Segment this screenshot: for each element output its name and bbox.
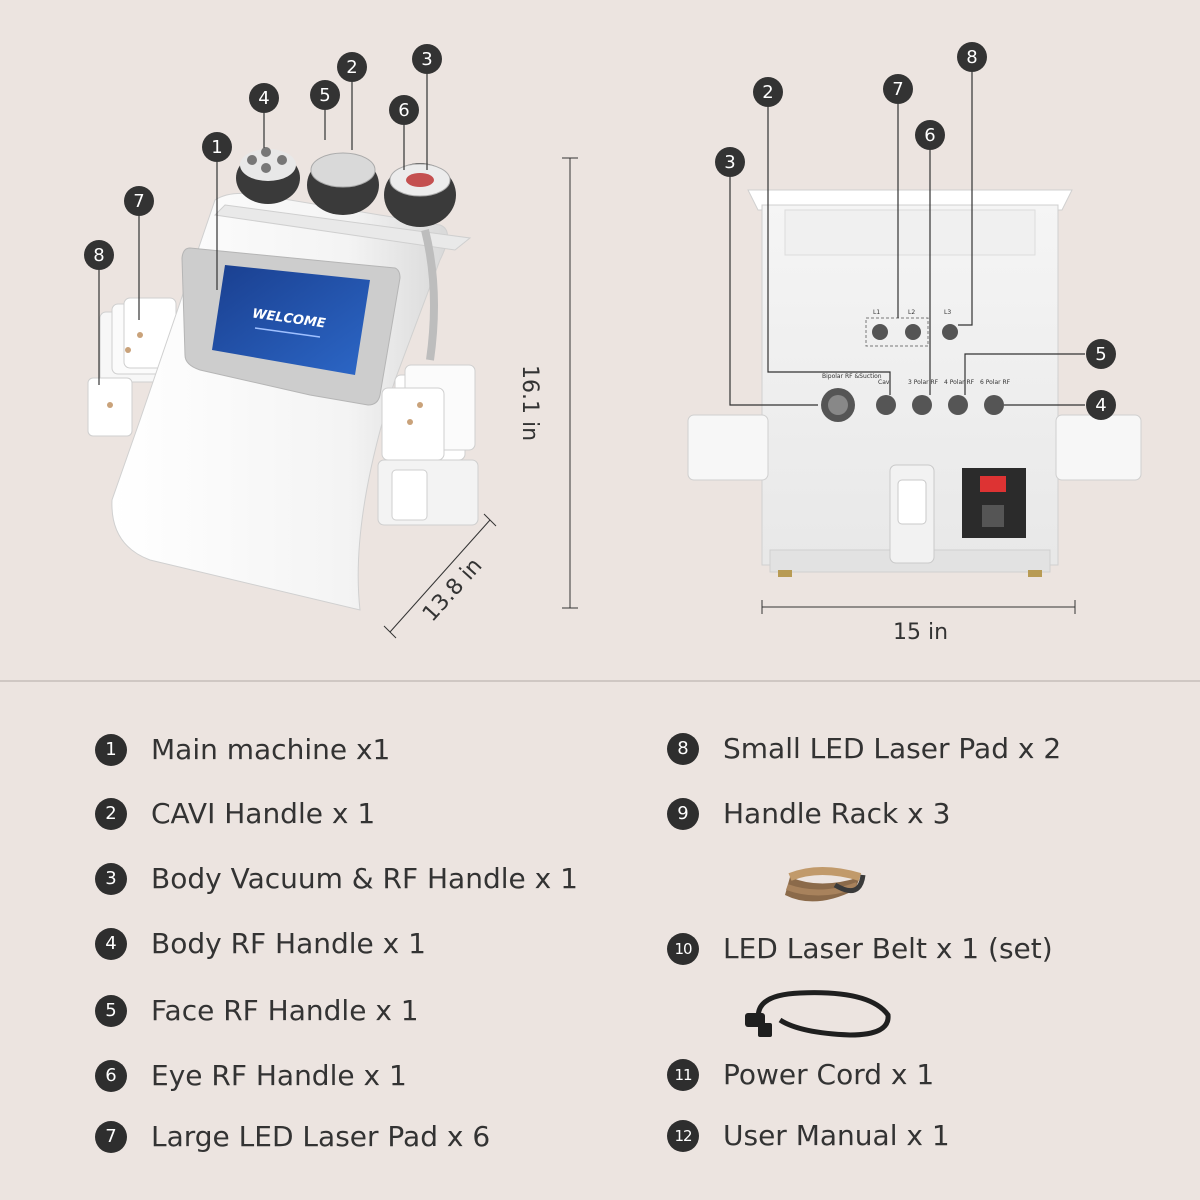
back-callout-5: 5 (1086, 339, 1116, 369)
list-item: 11 Power Cord x 1 (667, 1058, 934, 1091)
item-number-badge: 7 (95, 1120, 127, 1153)
port-label-6polar: 6 Polar RF (980, 379, 1011, 386)
top-handles (236, 147, 456, 227)
list-item: 9 Handle Rack x 3 (667, 797, 950, 830)
front-callout-3: 3 (412, 44, 442, 74)
list-item: 6 Eye RF Handle x 1 (95, 1059, 407, 1092)
height-dimension-label: 16.1 in (517, 365, 542, 442)
list-item: 7 Large LED Laser Pad x 6 (95, 1120, 490, 1153)
front-callout-8: 8 (84, 240, 114, 270)
item-number-badge: 4 (95, 927, 127, 960)
list-item: 5 Face RF Handle x 1 (95, 994, 419, 1027)
item-number-badge: 8 (667, 732, 699, 765)
item-label: Handle Rack x 3 (723, 797, 951, 830)
width-dimension-line (761, 600, 1076, 614)
laser-belt-image (785, 867, 866, 902)
list-item: 8 Small LED Laser Pad x 2 (667, 732, 1061, 765)
item-label: Body RF Handle x 1 (151, 927, 426, 960)
item-number-badge: 9 (667, 797, 699, 830)
back-leaders (729, 72, 1085, 406)
back-panel-labels: L1 L2 L3 Bipolar RF &Suction Cav 3 Polar… (822, 309, 1011, 386)
front-machine (87, 147, 479, 611)
front-callout-4: 4 (249, 83, 279, 113)
depth-dimension-line (383, 513, 497, 639)
port-label-l3: L3 (944, 309, 951, 316)
item-number-badge: 6 (95, 1059, 127, 1092)
right-laser-pads (377, 364, 479, 526)
screen (212, 265, 370, 375)
back-callout-6: 6 (915, 120, 945, 150)
item-number-badge: 11 (667, 1058, 699, 1091)
item-number-badge: 10 (667, 932, 699, 965)
item-label: Small LED Laser Pad x 2 (723, 732, 1062, 765)
item-number-badge: 5 (95, 994, 127, 1027)
front-callout-5: 5 (310, 80, 340, 110)
item-label: Face RF Handle x 1 (151, 994, 419, 1027)
item-label: Main machine x1 (151, 733, 391, 766)
back-callout-4: 4 (1086, 390, 1116, 420)
list-item: 1 Main machine x1 (95, 733, 390, 766)
item-label: LED Laser Belt x 1 (set) (723, 932, 1053, 965)
port-label-3polar: 3 Polar RF (908, 379, 939, 386)
diagram-svg: L1 L2 L3 Bipolar RF &Suction Cav 3 Polar… (87, 72, 1142, 639)
item-label: Eye RF Handle x 1 (151, 1059, 407, 1092)
front-callout-1: 1 (202, 132, 232, 162)
front-callout-7: 7 (124, 186, 154, 216)
back-callout-8: 8 (957, 42, 987, 72)
item-label: Body Vacuum & RF Handle x 1 (151, 862, 578, 895)
front-callout-6: 6 (389, 95, 419, 125)
item-label: Large LED Laser Pad x 6 (151, 1120, 491, 1153)
list-item: 4 Body RF Handle x 1 (95, 927, 426, 960)
port-label-cav: Cav (878, 379, 890, 386)
list-item: 2 CAVI Handle x 1 (95, 797, 375, 830)
list-item: 3 Body Vacuum & RF Handle x 1 (95, 862, 578, 895)
item-number-badge: 3 (95, 862, 127, 895)
port-label-l2: L2 (908, 309, 915, 316)
back-callout-7: 7 (883, 74, 913, 104)
item-number-badge: 12 (667, 1119, 699, 1152)
front-callout-2: 2 (337, 52, 367, 82)
back-callout-3: 3 (715, 147, 745, 177)
port-label-bipolar: Bipolar RF &Suction (822, 373, 882, 380)
item-number-badge: 1 (95, 733, 127, 766)
power-cord-image (745, 990, 891, 1038)
section-divider (0, 680, 1200, 682)
list-item: 12 User Manual x 1 (667, 1119, 950, 1152)
width-dimension-label: 15 in (893, 620, 949, 645)
port-label-4polar: 4 Polar RF (944, 379, 975, 386)
product-diagram: L1 L2 L3 Bipolar RF &Suction Cav 3 Polar… (84, 42, 1142, 645)
height-dimension-line (562, 157, 578, 609)
item-label: Power Cord x 1 (723, 1058, 935, 1091)
item-label: User Manual x 1 (723, 1119, 950, 1152)
back-machine (687, 189, 1142, 577)
port-label-l1: L1 (873, 309, 880, 316)
front-leaders (98, 74, 428, 385)
item-number-badge: 2 (95, 797, 127, 830)
item-label: CAVI Handle x 1 (151, 797, 376, 830)
list-item: 10 LED Laser Belt x 1 (set) (667, 932, 1053, 965)
back-callout-2: 2 (753, 77, 783, 107)
